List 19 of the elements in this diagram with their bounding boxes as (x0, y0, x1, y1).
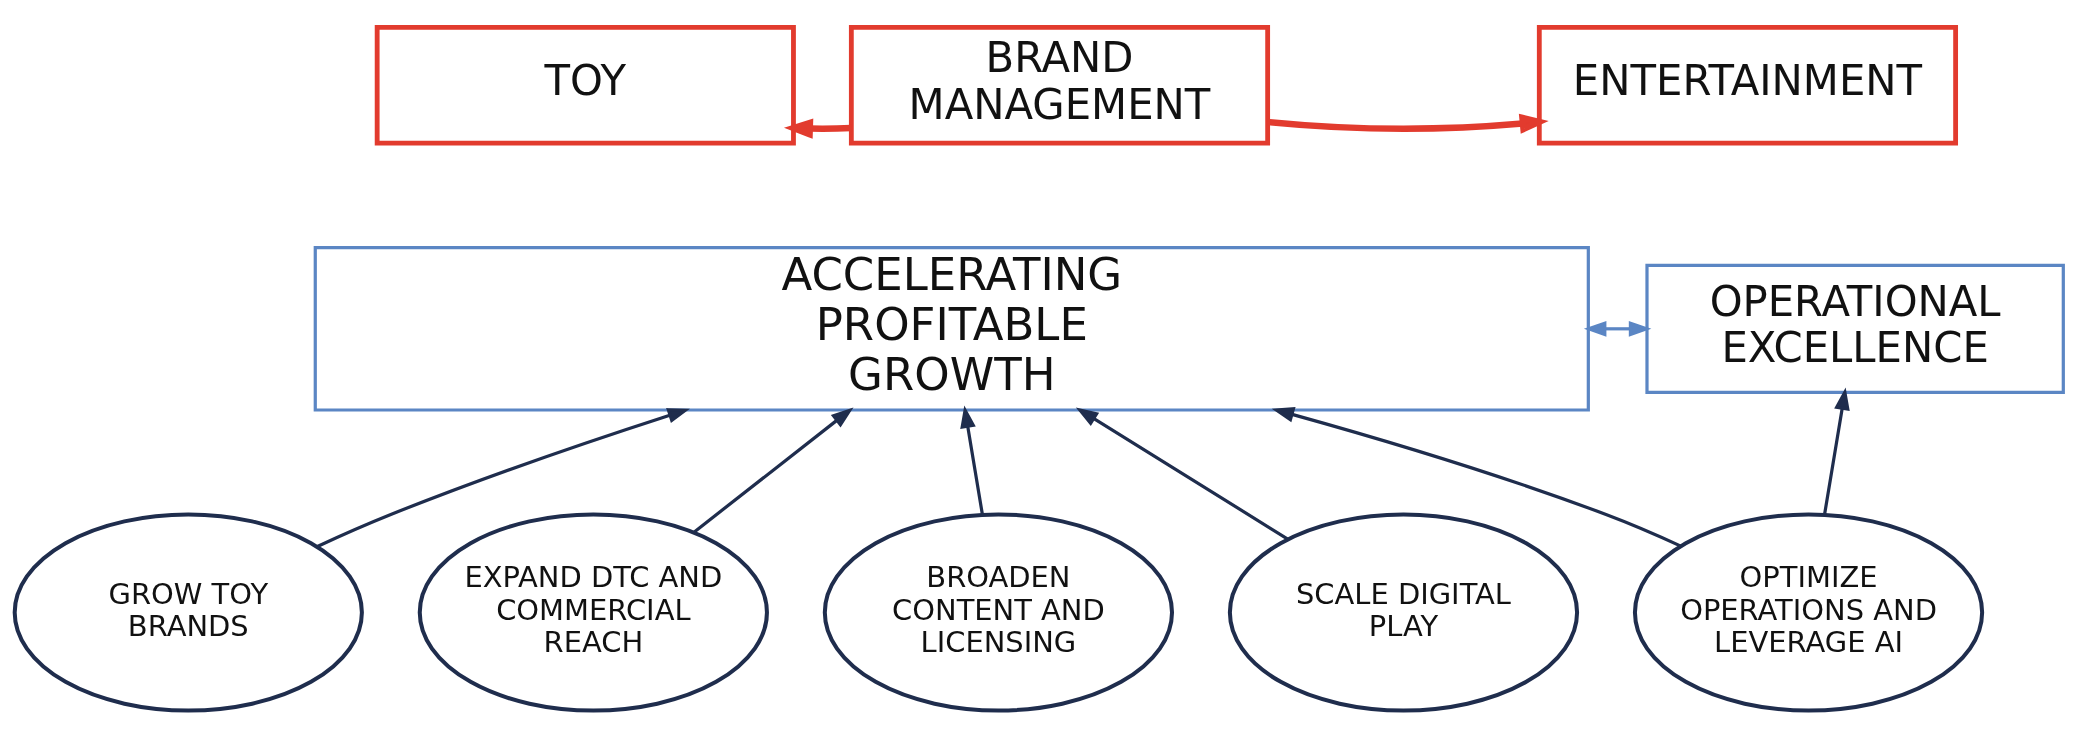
node-box: TOY (374, 24, 796, 146)
node-box: ACCELERATING PROFITABLE GROWTH (313, 245, 1590, 412)
node-box: OPERATIONAL EXCELLENCE (1645, 263, 2065, 394)
arrow (1267, 113, 1549, 134)
arrow (784, 118, 852, 139)
node-box: BRAND MANAGEMENT (848, 24, 1271, 146)
node-ellipse: GROW TOY BRANDS (12, 511, 364, 713)
arrow (1271, 406, 1682, 548)
node-box: ENTERTAINMENT (1536, 24, 1958, 146)
arrow (1583, 320, 1652, 337)
node-ellipse: BROADEN CONTENT AND LICENSING (822, 511, 1174, 713)
node-ellipse: OPTIMIZE OPERATIONS AND LEVERAGE AI (1632, 511, 1985, 713)
arrow (692, 406, 854, 534)
node-ellipse: EXPAND DTC AND COMMERCIAL REACH (417, 511, 769, 713)
node-ellipse: SCALE DIGITAL PLAY (1227, 511, 1580, 713)
arrow (1075, 406, 1289, 540)
arrow (1823, 387, 1850, 515)
arrow (960, 405, 984, 515)
arrow (316, 407, 690, 548)
